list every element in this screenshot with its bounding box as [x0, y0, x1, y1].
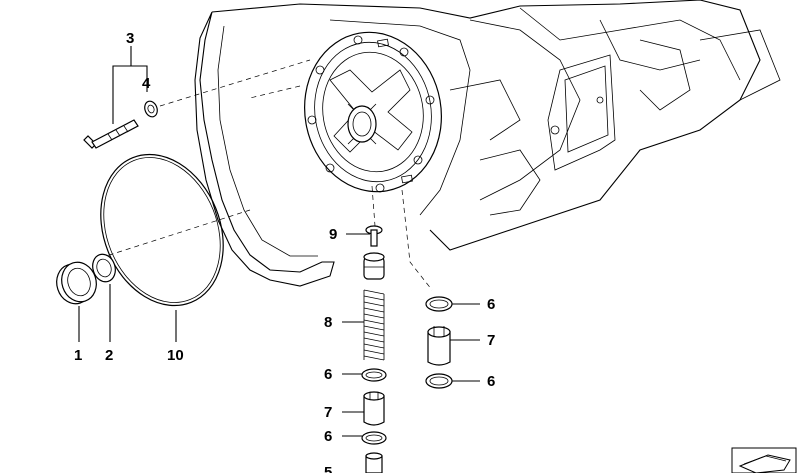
sleeve-part-right [427, 326, 451, 366]
seal-ring-part-right-upper [425, 296, 453, 312]
seal-ring-part-right-lower [425, 373, 453, 389]
oil-pump-assembly [304, 31, 442, 193]
washer-part [144, 100, 158, 118]
callout-7-right: 7 [487, 332, 495, 349]
callout-10: 10 [167, 347, 184, 364]
callout-1: 1 [74, 347, 82, 364]
callout-5: 5 [324, 464, 332, 473]
callout-3: 3 [126, 30, 134, 47]
ring-part [92, 253, 116, 283]
spring-part [363, 289, 385, 361]
transmission-housing [194, 0, 781, 287]
large-o-ring-part [100, 153, 224, 307]
seal-ring-part-left-lower [361, 431, 387, 445]
callout-6-right-lower: 6 [487, 373, 495, 390]
leader-lines [78, 46, 480, 437]
callout-6-left-upper: 6 [324, 366, 332, 383]
callout-6-left-lower: 6 [324, 428, 332, 445]
part-5-fragment [365, 452, 383, 473]
callout-4: 4 [142, 75, 151, 92]
callout-9: 9 [329, 226, 337, 243]
callout-2: 2 [105, 347, 113, 364]
shaft-seal-part [56, 261, 97, 305]
callout-8: 8 [324, 314, 332, 331]
sleeve-part-left [363, 391, 385, 426]
valve-part [363, 225, 385, 280]
navigation-arrow-icon[interactable] [731, 447, 797, 473]
callout-7-left: 7 [324, 404, 332, 421]
seal-ring-part-left-upper [361, 368, 387, 382]
bolt-part [83, 119, 139, 149]
callout-6-right-upper: 6 [487, 296, 495, 313]
